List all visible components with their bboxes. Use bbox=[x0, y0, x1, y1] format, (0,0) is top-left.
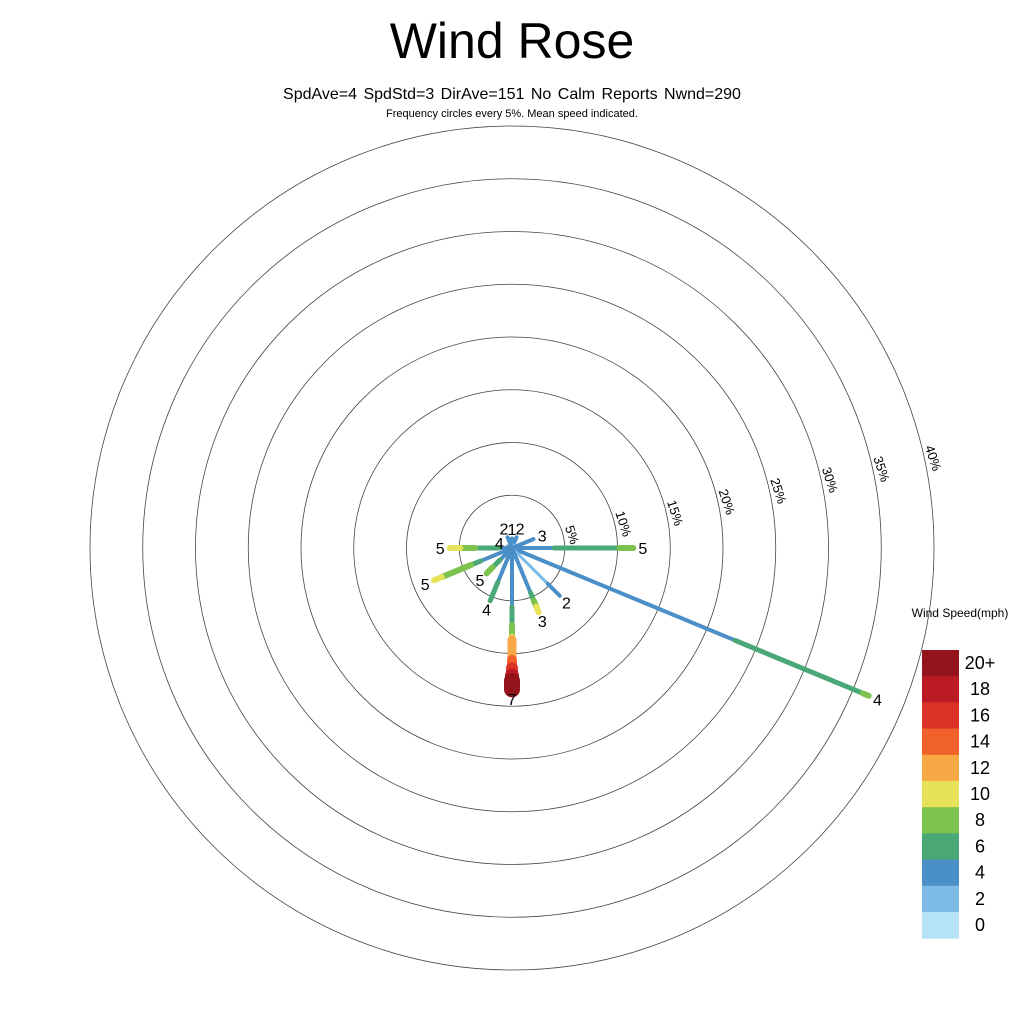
petal: 5 bbox=[421, 546, 514, 594]
mean-speed-label: 5 bbox=[475, 573, 484, 590]
legend-swatch bbox=[922, 702, 959, 730]
ring-label: 10% bbox=[612, 509, 634, 539]
petal: 7 bbox=[504, 546, 520, 709]
frequency-ring bbox=[353, 389, 671, 707]
legend-swatch bbox=[922, 781, 959, 808]
mean-speed-label: 1 bbox=[508, 522, 517, 539]
legend-swatch bbox=[922, 885, 959, 913]
ring-label: 40% bbox=[922, 443, 944, 473]
legend-label: 0 bbox=[975, 915, 985, 935]
legend-swatch bbox=[922, 676, 959, 703]
ring-label: 5% bbox=[562, 524, 582, 547]
petal-segment bbox=[732, 637, 866, 696]
legend-label: 12 bbox=[970, 758, 990, 778]
ring-label: 15% bbox=[664, 498, 686, 528]
frequency-ring bbox=[300, 336, 724, 760]
legend-swatch bbox=[922, 833, 959, 861]
petal: 5 bbox=[436, 541, 514, 558]
petal-segment bbox=[859, 690, 872, 699]
legend-label: 16 bbox=[970, 705, 990, 725]
chart-subtitle: SpdAve=4 SpdStd=3 DirAve=151 No Calm Rep… bbox=[283, 86, 741, 103]
mean-speed-label: 5 bbox=[436, 541, 445, 558]
legend-label: 8 bbox=[975, 810, 985, 830]
petal: 2 bbox=[510, 546, 571, 612]
petal: 3 bbox=[510, 546, 547, 631]
frequency-ring bbox=[247, 283, 777, 813]
petal-segment bbox=[510, 546, 738, 643]
petal-segment bbox=[545, 581, 562, 598]
legend-label: 6 bbox=[975, 836, 985, 856]
petal-segment bbox=[483, 564, 496, 577]
legend-label: 10 bbox=[970, 784, 990, 804]
frequency-ring bbox=[142, 178, 882, 918]
petal: 4 bbox=[510, 546, 882, 709]
mean-speed-label: 2 bbox=[516, 522, 525, 539]
legend-swatch bbox=[922, 859, 959, 887]
mean-speed-label: 2 bbox=[562, 595, 571, 612]
mean-speed-label: 5 bbox=[421, 577, 430, 594]
frequency-ring bbox=[195, 231, 829, 865]
mean-speed-label: 3 bbox=[538, 528, 547, 545]
legend-swatch bbox=[922, 728, 959, 756]
mean-speed-label: 3 bbox=[538, 614, 547, 631]
petal: 4 bbox=[495, 536, 514, 553]
chart-note: Frequency circles every 5%. Mean speed i… bbox=[386, 108, 638, 120]
petal-segment bbox=[478, 546, 514, 563]
legend-label: 18 bbox=[970, 679, 990, 699]
mean-speed-label: 2 bbox=[499, 522, 508, 539]
petal-segment bbox=[512, 535, 519, 545]
legend-swatch bbox=[922, 912, 959, 939]
legend-label: 2 bbox=[975, 889, 985, 909]
petal-segment bbox=[510, 546, 533, 595]
petal-segment bbox=[495, 546, 514, 585]
ring-label: 30% bbox=[819, 465, 841, 495]
legend-swatch bbox=[922, 807, 959, 834]
petal-segment bbox=[510, 546, 550, 586]
petal: 4 bbox=[482, 546, 514, 619]
chart-title: Wind Rose bbox=[389, 13, 635, 69]
petal-segment bbox=[506, 544, 514, 550]
legend-label: 20+ bbox=[965, 653, 996, 673]
mean-speed-label: 4 bbox=[495, 536, 504, 553]
ring-label: 20% bbox=[716, 487, 738, 517]
legend-label: 14 bbox=[970, 732, 990, 752]
ring-label: 25% bbox=[767, 476, 789, 506]
legend: Wind Speed(mph) 20+ 18 16 14 12 10 8 6 4 2 0 bbox=[912, 606, 1009, 939]
petal-segment bbox=[487, 579, 501, 604]
mean-speed-label: 5 bbox=[638, 541, 647, 558]
petal-segment bbox=[431, 574, 445, 584]
ring-label: 35% bbox=[870, 454, 892, 484]
petal-segment bbox=[533, 603, 542, 616]
frequency-ring bbox=[89, 125, 935, 971]
petal: 5 bbox=[510, 541, 647, 558]
legend-label: 4 bbox=[975, 863, 985, 883]
mean-speed-label: 4 bbox=[873, 692, 882, 709]
legend-swatch bbox=[922, 754, 959, 782]
petal-segment bbox=[438, 561, 475, 581]
mean-speed-label: 4 bbox=[482, 602, 491, 619]
mean-speed-label: 7 bbox=[508, 692, 517, 709]
legend-title: Wind Speed(mph) bbox=[912, 606, 1009, 620]
legend-swatch bbox=[922, 650, 959, 677]
